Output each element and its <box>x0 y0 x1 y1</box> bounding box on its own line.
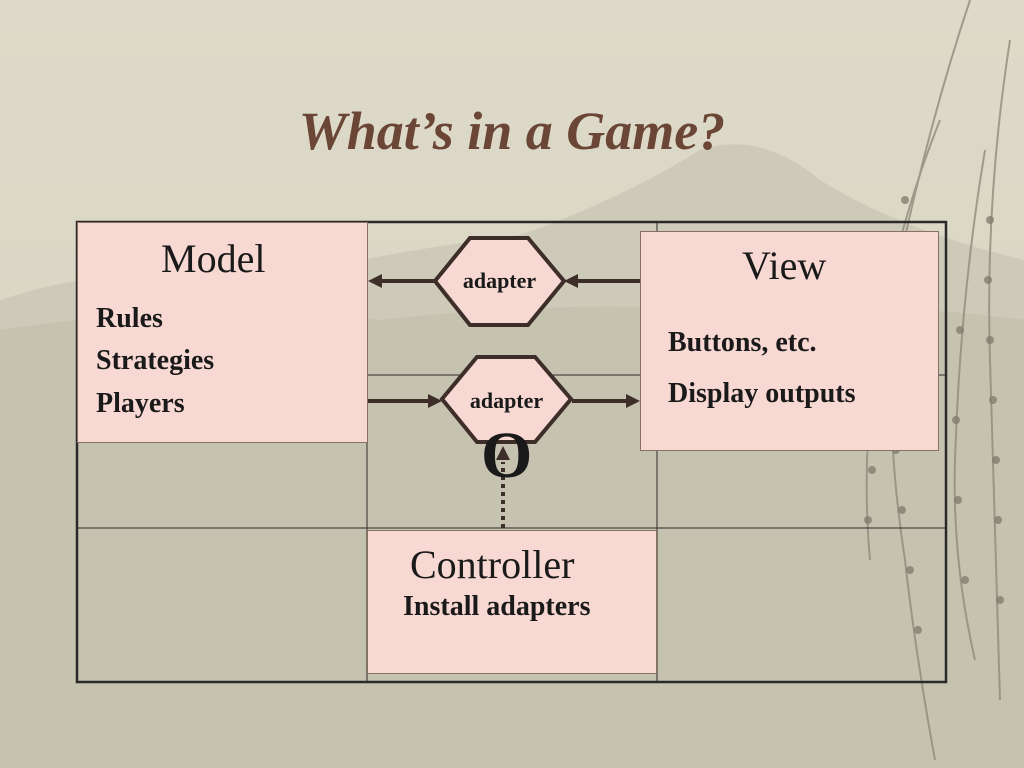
controller-item-install-adapters: Install adapters <box>403 591 591 622</box>
arrowhead-into-model <box>368 274 382 288</box>
view-box: View Buttons, etc. Display outputs <box>640 231 939 451</box>
adapter-label-top: adapter <box>462 268 537 293</box>
arrowhead-into-adapter-pin <box>496 446 510 460</box>
model-item-strategies: Strategies <box>96 345 215 376</box>
adapter-hexagon-bottom <box>439 355 574 444</box>
model-item-rules: Rules <box>96 303 163 334</box>
view-item-display-outputs: Display outputs <box>668 378 856 409</box>
model-heading: Model <box>161 236 266 281</box>
model-item-players: Players <box>96 388 185 419</box>
adapter-label-bottom: adapter <box>469 388 544 413</box>
view-item-buttons: Buttons, etc. <box>668 327 817 358</box>
slide-title: What’s in a Game? <box>298 101 726 161</box>
install-pin-glyph: O <box>481 419 533 492</box>
controller-heading: Controller <box>410 542 575 587</box>
model-box: Model Rules Strategies Players <box>77 222 368 443</box>
view-heading: View <box>742 243 827 288</box>
adapter-hexagon-top <box>432 236 567 327</box>
arrowhead-into-adapter-bottom <box>428 394 442 408</box>
controller-box: Controller Install adapters <box>367 530 657 674</box>
arrowhead-into-view <box>626 394 640 408</box>
arrowhead-into-adapter-top <box>564 274 578 288</box>
